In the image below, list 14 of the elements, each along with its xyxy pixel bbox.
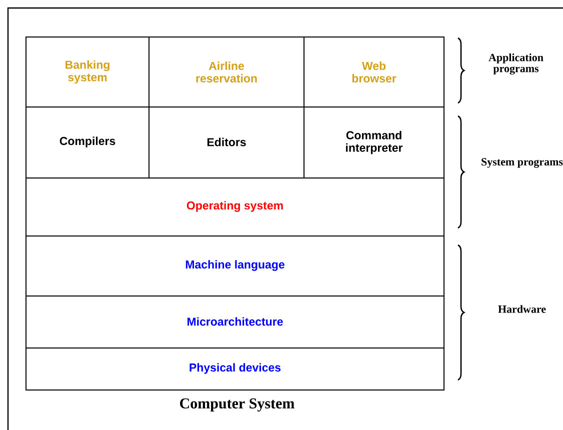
layer-cell: Operating system — [26, 178, 444, 236]
layer-cell: Command interpreter — [304, 106, 444, 178]
brace-label: System programs — [482, 158, 563, 168]
layer-cell: Compilers — [26, 106, 150, 178]
layer-cell: Airline reservation — [148, 36, 304, 108]
layer-cell: Physical devices — [26, 348, 444, 390]
layer-cell: Editors — [148, 106, 304, 178]
brace-label: Hardware — [498, 305, 546, 313]
brace-label: Application programs — [488, 53, 544, 75]
caption: Computer System — [180, 398, 294, 412]
layer-cell: Web browser — [304, 36, 444, 108]
layer-cell: Microarchitecture — [26, 296, 444, 348]
layer-cell: Banking system — [26, 36, 150, 108]
layer-cell: Machine language — [26, 236, 444, 296]
